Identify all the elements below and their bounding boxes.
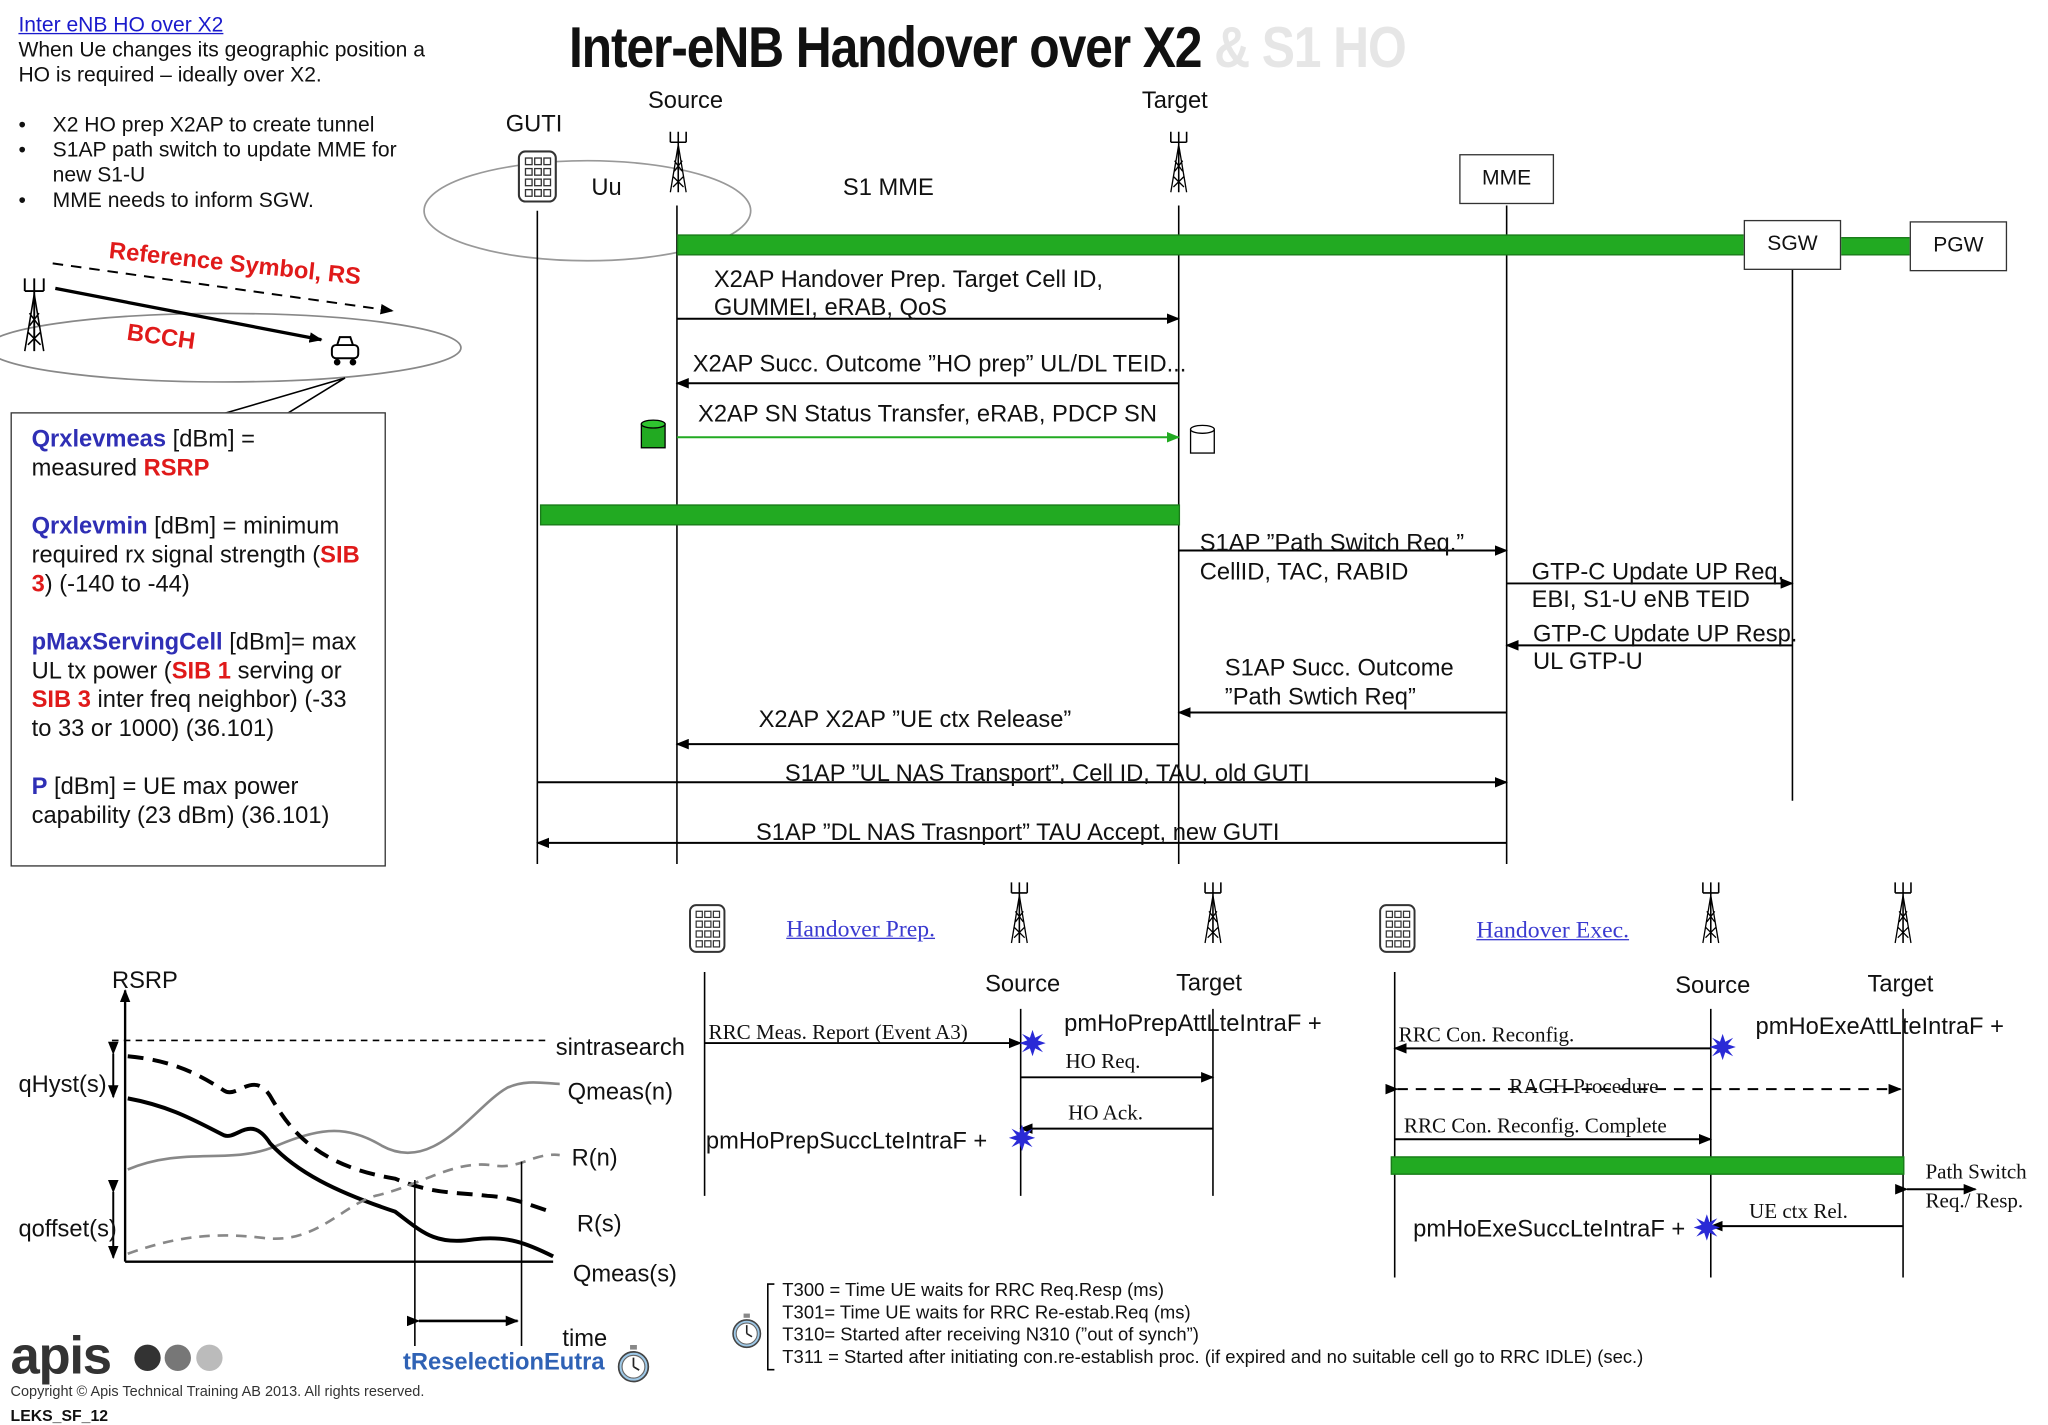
logo-dot [134,1344,161,1371]
msg-gtpc-resp: GTP-C Update UP Resp.UL GTP-U [1532,620,1798,675]
graph-time: time [562,1324,608,1352]
stopwatch-icon [617,1344,650,1383]
exec-target-label: Target [1867,970,1934,997]
burst-icon [1019,1029,1046,1057]
guti-label: GUTI [505,110,563,137]
exec-reconf: RRC Con. Reconfig. [1398,1024,1575,1048]
exec-bearer-bar [1390,1156,1905,1175]
msg-x2ap-succ: X2AP Succ. Outcome ”HO prep” UL/DL TEID.… [692,350,1187,377]
exec-att-counter: pmHoExeAttLteIntraF + [1755,1012,2004,1040]
intro-line: When Ue changes its geographic position … [18,39,425,62]
graph-rn: R(n) [571,1144,618,1171]
graph-sintrasearch: sintrasearch [555,1033,685,1061]
graph-rsrp-label: RSRP [111,966,178,994]
pgw-node: PGW [1909,221,2008,272]
source-label: Source [647,86,724,114]
parameter-box: Qrxlevmeas [dBm] = measured RSRP Qrxlevm… [10,412,386,867]
uu-label: Uu [591,173,622,201]
target-label: Target [1141,86,1208,114]
ue-phone-icon [517,150,557,203]
msg-sn-status: X2AP SN Status Transfer, eRAB, PDCP SN [698,400,1157,427]
msg-x2ap-ho-prep: X2AP Handover Prep. Target Cell ID,GUMME… [713,266,1103,321]
sgw-pgw-bar [1837,237,1914,256]
exec-phone-icon [1379,904,1416,953]
coverage-ellipse [0,312,462,383]
graph-treselection: tReselectionEutra [403,1348,605,1375]
prep-source-antenna-icon [1010,881,1029,944]
database-icon-empty [1189,424,1215,454]
pmax-def: pMaxServingCell [dBm]= max [31,628,357,655]
bullet-item: S1AP path switch to update MME for [18,138,424,163]
msg-ue-ctx-release: X2AP X2AP ”UE ctx Release” [758,705,1072,733]
msg-ul-nas: S1AP ”UL NAS Transport”, Cell ID, TAU, o… [784,759,1310,787]
target-antenna-icon [1169,130,1188,194]
intro-text: Inter eNB HO over X2 When Ue changes its… [18,13,424,213]
s1mme-label: S1 MME [842,173,934,201]
logo-dot [164,1344,191,1371]
timer-stopwatch-icon [732,1312,762,1349]
burst-icon [1693,1214,1721,1241]
exec-complete: RRC Con. Reconfig. Complete [1403,1115,1667,1138]
mme-node: MME [1459,154,1555,205]
msg-dl-nas: S1AP ”DL NAS Trasnport” TAU Accept, new … [755,819,1280,846]
prep-target-label: Target [1176,969,1242,996]
bullet-item: X2 HO prep X2AP to create tunnel [18,113,424,138]
prep-succ-counter: pmHoPrepSuccLteIntraF + [705,1127,988,1154]
p-def: P [dBm] = UE max power [31,773,299,800]
graph-rs: R(s) [576,1210,622,1237]
prep-target-antenna-icon [1204,881,1222,944]
intro-link[interactable]: Inter eNB HO over X2 [18,14,224,37]
exec-ue-ctx-rel: UE ctx Rel. [1748,1201,1848,1224]
antenna-icon [23,277,45,353]
msg-path-switch: S1AP ”Path Switch Req.”CellID, TAC, RABI… [1199,529,1465,585]
exec-source-antenna-icon [1701,881,1720,944]
handover-exec-link[interactable]: Handover Exec. [1476,916,1630,943]
prep-ho-ack: HO Ack. [1068,1102,1144,1125]
graph-qmeasn: Qmeas(n) [567,1078,674,1105]
page-title: Inter-eNB Handover over X2 & S1 HO [568,15,1407,81]
graph-qoffset: qoffset(s) [18,1215,117,1242]
timer-t310: T310= Started after receiving N310 (”out… [782,1323,1199,1345]
user-plane-bar [676,234,1752,256]
forwarding-bar [539,504,1181,526]
slide-code: LEKS_SF_12 [10,1406,109,1425]
prep-ho-req: HO Req. [1065,1050,1141,1074]
copyright: Copyright © Apis Technical Training AB 2… [10,1384,425,1400]
graph-qmeass: Qmeas(s) [572,1260,677,1287]
exec-rach: RACH Procedure [1509,1075,1659,1099]
ue-car-icon [330,336,360,366]
intro-bullets: X2 HO prep X2AP to create tunnel S1AP pa… [18,113,424,213]
qrxlevmin-def: Qrxlevmin [dBm] = minimum [31,512,340,539]
sgw-node: SGW [1743,219,1842,270]
timer-t301: T301= Time UE waits for RRC Re-estab.Req… [782,1301,1191,1323]
database-icon-green [640,419,666,449]
bullet-item: MME needs to inform SGW. [18,188,424,213]
prep-phone-icon [689,904,726,953]
graph-qhyst: qHyst(s) [18,1070,107,1098]
logo-dot [196,1344,223,1371]
msg-s1ap-succ: S1AP Succ. Outcome”Path Swtich Req” [1224,654,1454,710]
timer-t311: T311 = Started after initiating con.re-e… [782,1345,1644,1368]
qrxlevmeas-def: Qrxlevmeas [dBm] = [31,425,255,452]
bullet-continuation: new S1-U [52,164,146,188]
exec-target-antenna-icon [1894,881,1912,944]
intro-line: HO is required – ideally over X2. [18,64,322,87]
exec-source-label: Source [1675,971,1751,999]
msg-gtpc-req: GTP-C Update UP Req.EBI, S1-U eNB TEID [1531,558,1785,613]
prep-att-counter: pmHoPrepAttLteIntraF + [1064,1010,1322,1037]
burst-icon [1709,1033,1736,1061]
source-antenna-icon [669,130,688,194]
exec-succ-counter: pmHoExeSuccLteIntraF + [1413,1215,1686,1242]
prep-meas-report: RRC Meas. Report (Event A3) [708,1021,968,1045]
timer-t300: T300 = Time UE waits for RRC Req.Resp (m… [782,1278,1164,1300]
handover-prep-link[interactable]: Handover Prep. [786,915,936,942]
prep-source-label: Source [985,970,1061,997]
timer-list: T300 = Time UE waits for RRC Req.Resp (m… [782,1279,1643,1369]
apis-logo: apis [10,1327,112,1386]
